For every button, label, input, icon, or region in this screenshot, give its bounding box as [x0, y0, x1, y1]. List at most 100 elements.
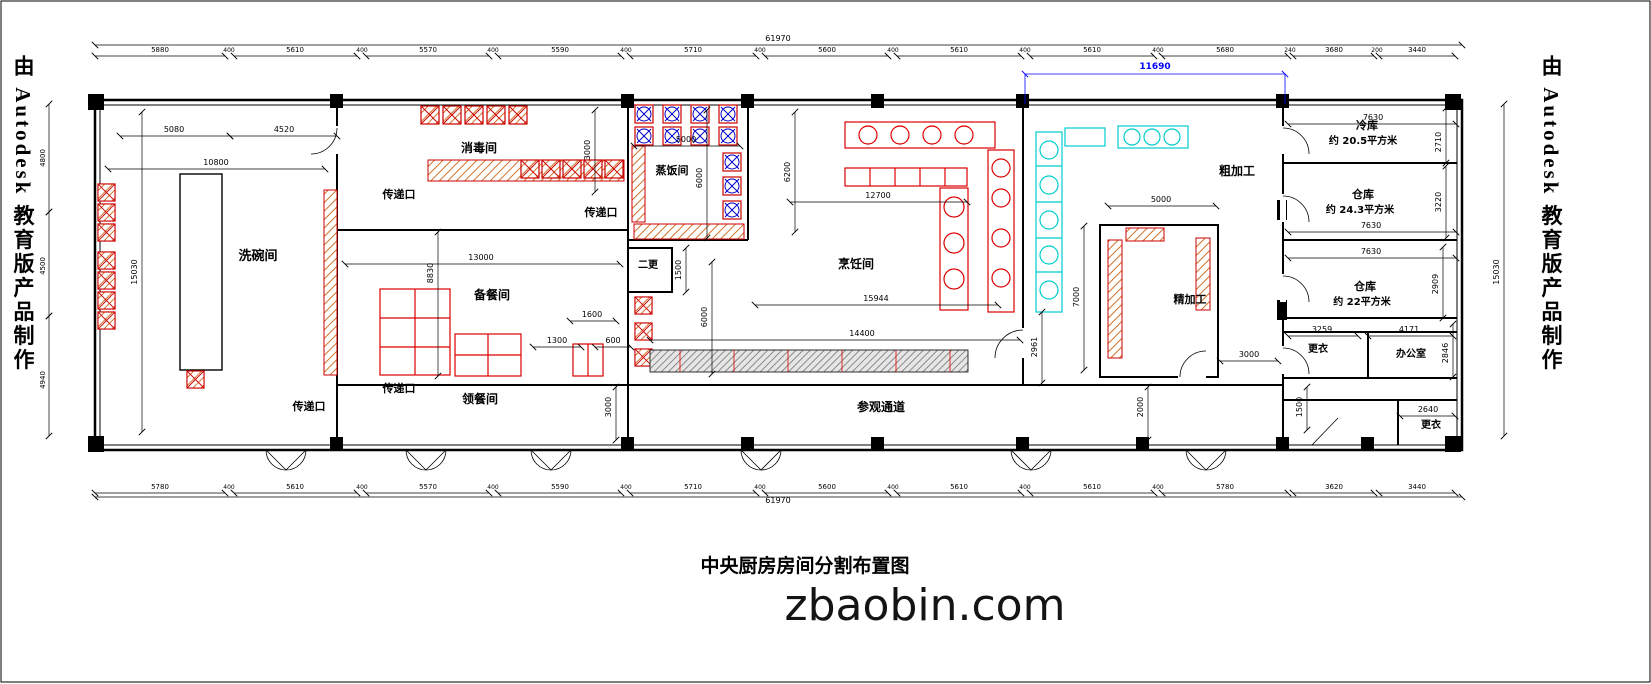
- dimension-label: 5610: [950, 483, 968, 491]
- room-label: 传递口: [382, 187, 416, 201]
- dimension-label: 400: [620, 47, 632, 54]
- steam-room-equipment: [631, 104, 745, 367]
- dimension-label: 3000: [604, 397, 613, 417]
- room-label: 洗碗间: [238, 248, 277, 264]
- corridor-hatch-strip: [649, 349, 969, 373]
- dimension-label: 15944: [863, 294, 888, 303]
- dimension-label: 2640: [1418, 405, 1438, 414]
- dimension-label: 200: [1371, 47, 1383, 54]
- dimension-label: 400: [487, 484, 499, 491]
- dimension-label: 400: [887, 47, 899, 54]
- dimension-label: 61970: [765, 34, 790, 43]
- room-label: 传递口: [292, 399, 326, 413]
- dimension-label: 5610: [286, 483, 304, 491]
- room-label: 烹饪间: [838, 256, 874, 271]
- fine-processing-benches: [1107, 227, 1211, 359]
- room-label: 更衣: [1308, 342, 1328, 355]
- dimension-label: 5610: [950, 46, 968, 54]
- room-label: 消毒间: [461, 140, 497, 155]
- dimension-label: 5610: [1083, 483, 1101, 491]
- dimension-label: 3000: [583, 140, 592, 160]
- dimension-label: 10800: [203, 158, 228, 167]
- dimension-label: 5590: [551, 46, 569, 54]
- walls: [93, 98, 1464, 452]
- dimension-label: 5610: [1083, 46, 1101, 54]
- dimension-label: 5680: [1216, 46, 1234, 54]
- structural-columns: [88, 94, 1461, 452]
- dimension-label: 5780: [1216, 483, 1234, 491]
- room-label: 蒸饭间: [656, 163, 689, 177]
- dimension-label: 5000: [1151, 195, 1171, 204]
- dimension-label: 4520: [274, 125, 294, 134]
- dimension-label: 4500: [39, 257, 47, 275]
- dimension-label: 2710: [1434, 132, 1443, 152]
- dimension-label: 2909: [1431, 274, 1440, 294]
- room-label: 领餐间: [462, 391, 498, 406]
- room-label: 二更: [638, 259, 659, 271]
- room-label: 冷库: [1356, 118, 1378, 132]
- dimension-label: 7630: [1363, 113, 1383, 122]
- autodesk-watermark-left: 由 Autodesk 教育版产品制作: [11, 55, 35, 373]
- dimension-label: 1600: [582, 310, 602, 319]
- dimension-label: 11690: [1139, 62, 1170, 72]
- room-label: 传递口: [382, 381, 416, 395]
- room-label: 精加工: [1174, 292, 1207, 306]
- dimension-label: 5080: [164, 125, 184, 134]
- dimension-label: 400: [1019, 47, 1031, 54]
- dishwash-room-equipment: [97, 173, 223, 389]
- room-label: 备餐间: [473, 287, 510, 302]
- room-label: 约 22平方米: [1333, 295, 1391, 308]
- blue-dimension-extensions: [1024, 74, 1286, 104]
- prep-room-equipment: [379, 288, 604, 377]
- dimension-label: 2000: [1136, 397, 1145, 417]
- dimension-label: 3680: [1325, 46, 1343, 54]
- door-openings: [334, 126, 1286, 380]
- dimension-label: 3220: [1434, 192, 1443, 212]
- dimension-label: 5710: [684, 483, 702, 491]
- dimension-label: 4171: [1399, 325, 1419, 334]
- dimension-label: 400: [356, 484, 368, 491]
- doors: [265, 127, 1339, 471]
- room-label: 办公室: [1396, 347, 1426, 360]
- dimension-label: 400: [754, 484, 766, 491]
- dimension-label: 400: [487, 47, 499, 54]
- dimension-label: 400: [1152, 47, 1164, 54]
- dimension-label: 600: [605, 336, 620, 345]
- cooking-room-equipment: [844, 121, 1015, 313]
- dimension-label: 5880: [151, 46, 169, 54]
- dimension-label: 5570: [419, 46, 437, 54]
- dimension-label: 5000: [676, 135, 696, 144]
- rough-processing-equipment: [1035, 125, 1189, 313]
- autodesk-watermark-right: 由 Autodesk 教育版产品制作: [1539, 55, 1563, 373]
- room-label: 仓库: [1351, 187, 1374, 201]
- dimension-label: 14400: [849, 329, 874, 338]
- room-label: 更衣: [1421, 418, 1441, 431]
- dimension-label: 5600: [818, 483, 836, 491]
- dimension-label: 400: [223, 484, 235, 491]
- dimension-label: 1500: [1295, 397, 1304, 417]
- dimension-label: 400: [223, 47, 235, 54]
- dimension-label: 15030: [1492, 259, 1501, 284]
- dimension-label: 7000: [1072, 287, 1081, 307]
- dimension-label: 400: [887, 484, 899, 491]
- dimension-label: 5590: [551, 483, 569, 491]
- room-label: 参观通道: [857, 399, 905, 414]
- dimension-label: 61970: [765, 496, 790, 505]
- dimension-label: 1300: [547, 336, 567, 345]
- dimension-label: 400: [754, 47, 766, 54]
- dimension-label: 5600: [818, 46, 836, 54]
- dimension-label: 1500: [674, 260, 683, 280]
- dimension-label: 240: [1284, 47, 1296, 54]
- dimension-label: 400: [1152, 484, 1164, 491]
- dimension-label: 6000: [700, 307, 709, 327]
- dimension-label: 13000: [468, 253, 493, 262]
- room-label: 粗加工: [1219, 163, 1255, 178]
- dimension-label: 4940: [39, 371, 47, 389]
- dimension-label: 5610: [286, 46, 304, 54]
- drawing-title: 中央厨房房间分割布置图: [700, 556, 910, 577]
- dimension-label: 3000: [1239, 350, 1259, 359]
- dimension-label: 3620: [1325, 483, 1343, 491]
